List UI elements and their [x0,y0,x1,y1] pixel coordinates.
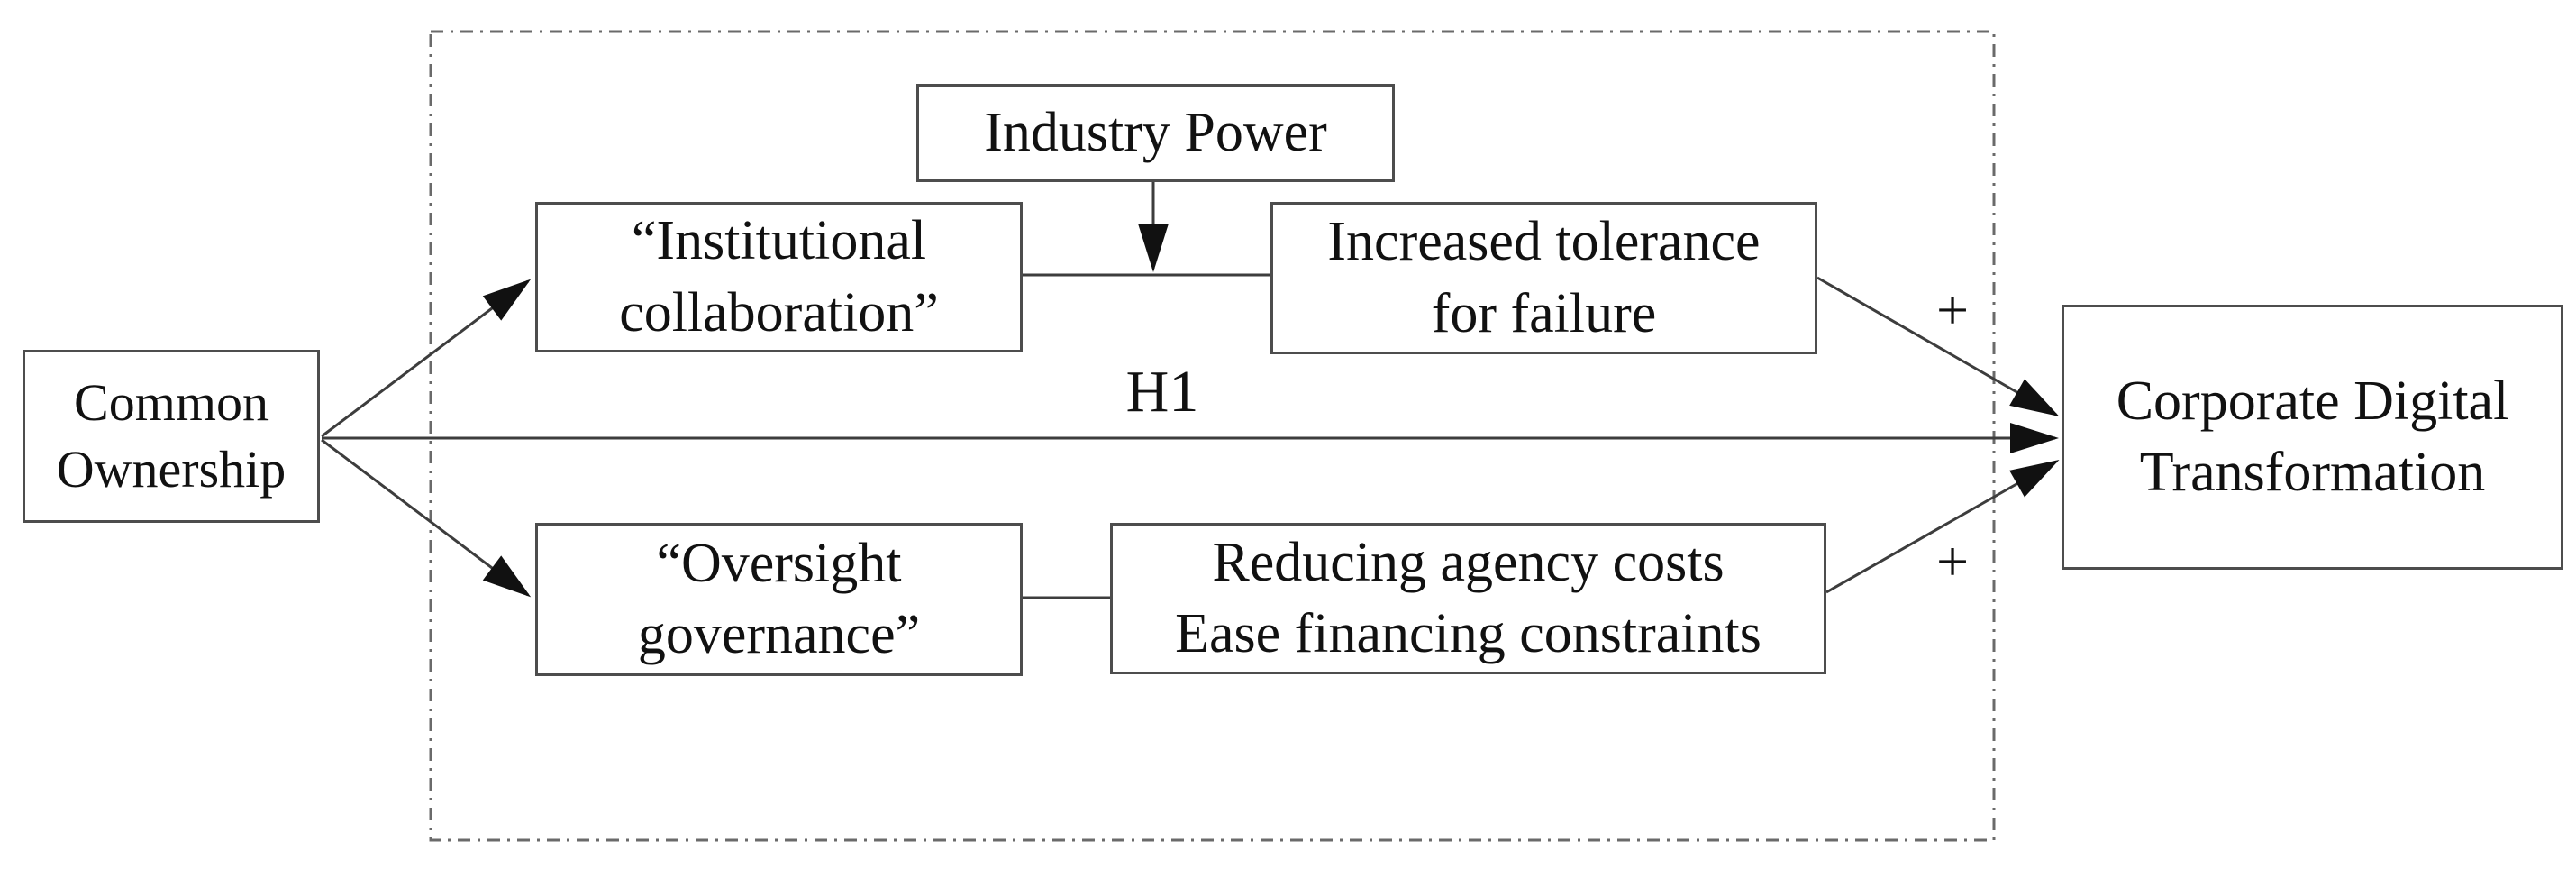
box-reducing-agency-costs: Reducing agency costs Ease financing con… [1110,523,1826,674]
box-oversight-governance: “Oversight governance” [535,523,1023,676]
box-increased-tolerance: Increased tolerance for failure [1270,202,1817,354]
plus-sign-top: + [1935,278,1970,342]
box-corporate-digital-transformation-line2: Transformation [2139,442,2486,503]
box-reducing-agency-costs-line1: Reducing agency costs [1212,531,1725,593]
box-common-ownership: Common Ownership [23,350,320,523]
box-corporate-digital-transformation-line1: Corporate Digital [2116,370,2509,432]
box-corporate-digital-transformation: Corporate Digital Transformation [2062,305,2563,570]
box-reducing-agency-costs-line2: Ease financing constraints [1175,603,1761,664]
box-common-ownership-line2: Ownership [56,440,287,499]
box-institutional-collaboration-line1: “Institutional [631,210,927,272]
box-increased-tolerance-line1: Increased tolerance [1327,211,1761,273]
arrow-common-to-institutional [321,279,532,438]
box-common-ownership-line1: Common [74,372,269,432]
box-oversight-governance-line1: “Oversight [656,532,902,594]
box-increased-tolerance-line2: for failure [1431,282,1657,344]
hypothesis-h1-label: H1 [1125,359,1199,425]
arrow-tolerance-to-cdt [1816,276,2060,416]
arrow-reducing-to-cdt [1825,460,2060,594]
plus-sign-bottom: + [1935,529,1970,593]
box-oversight-governance-line2: governance” [637,604,921,665]
box-industry-power: Industry Power [916,84,1395,182]
arrow-common-to-oversight [321,438,532,598]
box-institutional-collaboration-line2: collaboration” [619,281,939,343]
box-industry-power-line1: Industry Power [984,101,1327,163]
box-institutional-collaboration: “Institutional collaboration” [535,202,1023,352]
mediation-dashed-frame [429,30,1996,842]
